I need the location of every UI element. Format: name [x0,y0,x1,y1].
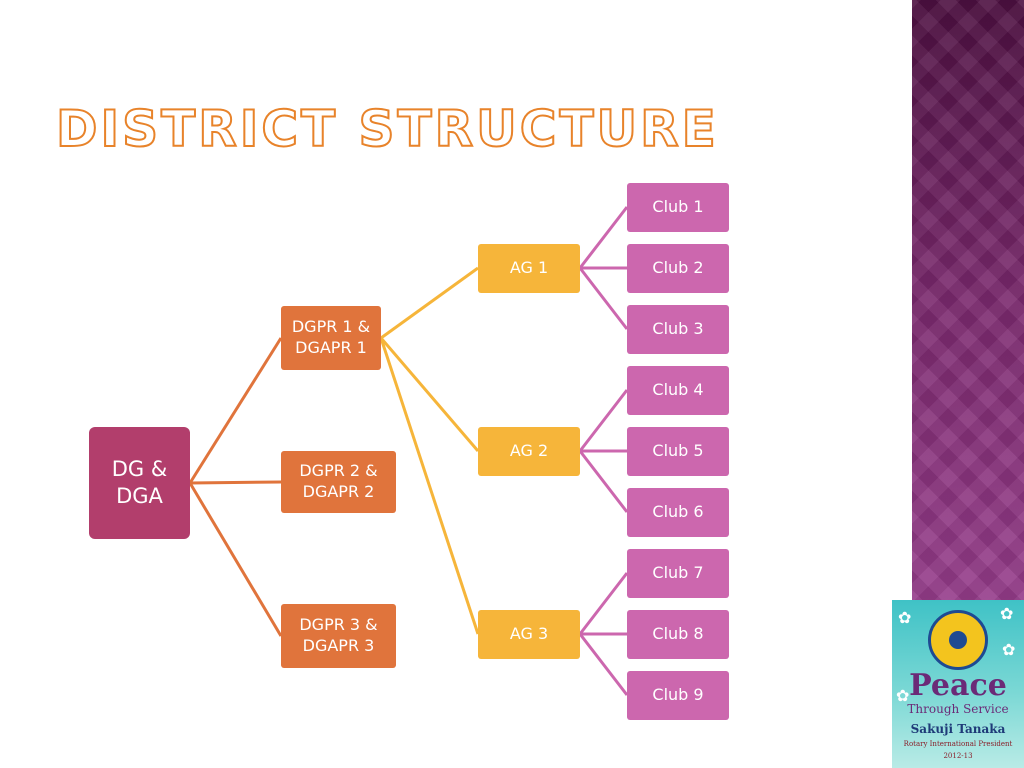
node-ag2: AG 2 [478,427,580,476]
node-club-7: Club 7 [627,549,729,598]
rotary-theme-badge: ✿ ✿ ✿ ✿ Peace Through Service Sakuji Tan… [892,600,1024,768]
node-dgpr1: DGPR 1 & DGAPR 1 [281,306,381,370]
node-dgpr2: DGPR 2 & DGAPR 2 [281,451,396,513]
badge-role: Rotary International President [903,740,1013,748]
link-root-dgpr1 [188,337,283,484]
node-club-8: Club 8 [627,610,729,659]
flower-icon: ✿ [1000,604,1014,623]
flower-icon: ✿ [898,608,912,627]
link-ag3-club7 [578,572,629,635]
connector-lines [188,206,629,696]
node-club-2: Club 2 [627,244,729,293]
link-ag1-club1 [578,206,629,269]
node-dgpr3: DGPR 3 & DGAPR 3 [281,604,396,668]
link-ag2-club6 [578,450,629,513]
node-ag1: AG 1 [478,244,580,293]
badge-peace: Peace [909,668,1007,703]
link-dgpr1-ag3 [379,337,480,635]
link-ag3-club9 [578,633,629,696]
node-club-5: Club 5 [627,427,729,476]
link-dgpr1-ag2 [379,337,480,452]
badge-year: 2012-13 [943,752,973,760]
link-ag2-club4 [578,389,629,452]
node-club-9: Club 9 [627,671,729,720]
flower-icon: ✿ [896,686,910,705]
node-dg-dga: DG & DGA [89,427,190,539]
badge-through-service: Through Service [907,702,1009,716]
node-ag3: AG 3 [478,610,580,659]
node-club-4: Club 4 [627,366,729,415]
badge-president-name: Sakuji Tanaka [910,722,1006,736]
link-root-dgpr3 [188,482,283,637]
slide-title: DISTRICT STRUCTURE [55,100,719,158]
node-club-1: Club 1 [627,183,729,232]
link-root-dgpr2 [189,480,282,485]
link-dgpr1-ag1 [380,266,479,340]
node-club-3: Club 3 [627,305,729,354]
node-club-6: Club 6 [627,488,729,537]
flower-icon: ✿ [1002,640,1016,659]
rotary-wheel-icon [928,610,988,670]
link-ag1-club3 [578,267,629,330]
